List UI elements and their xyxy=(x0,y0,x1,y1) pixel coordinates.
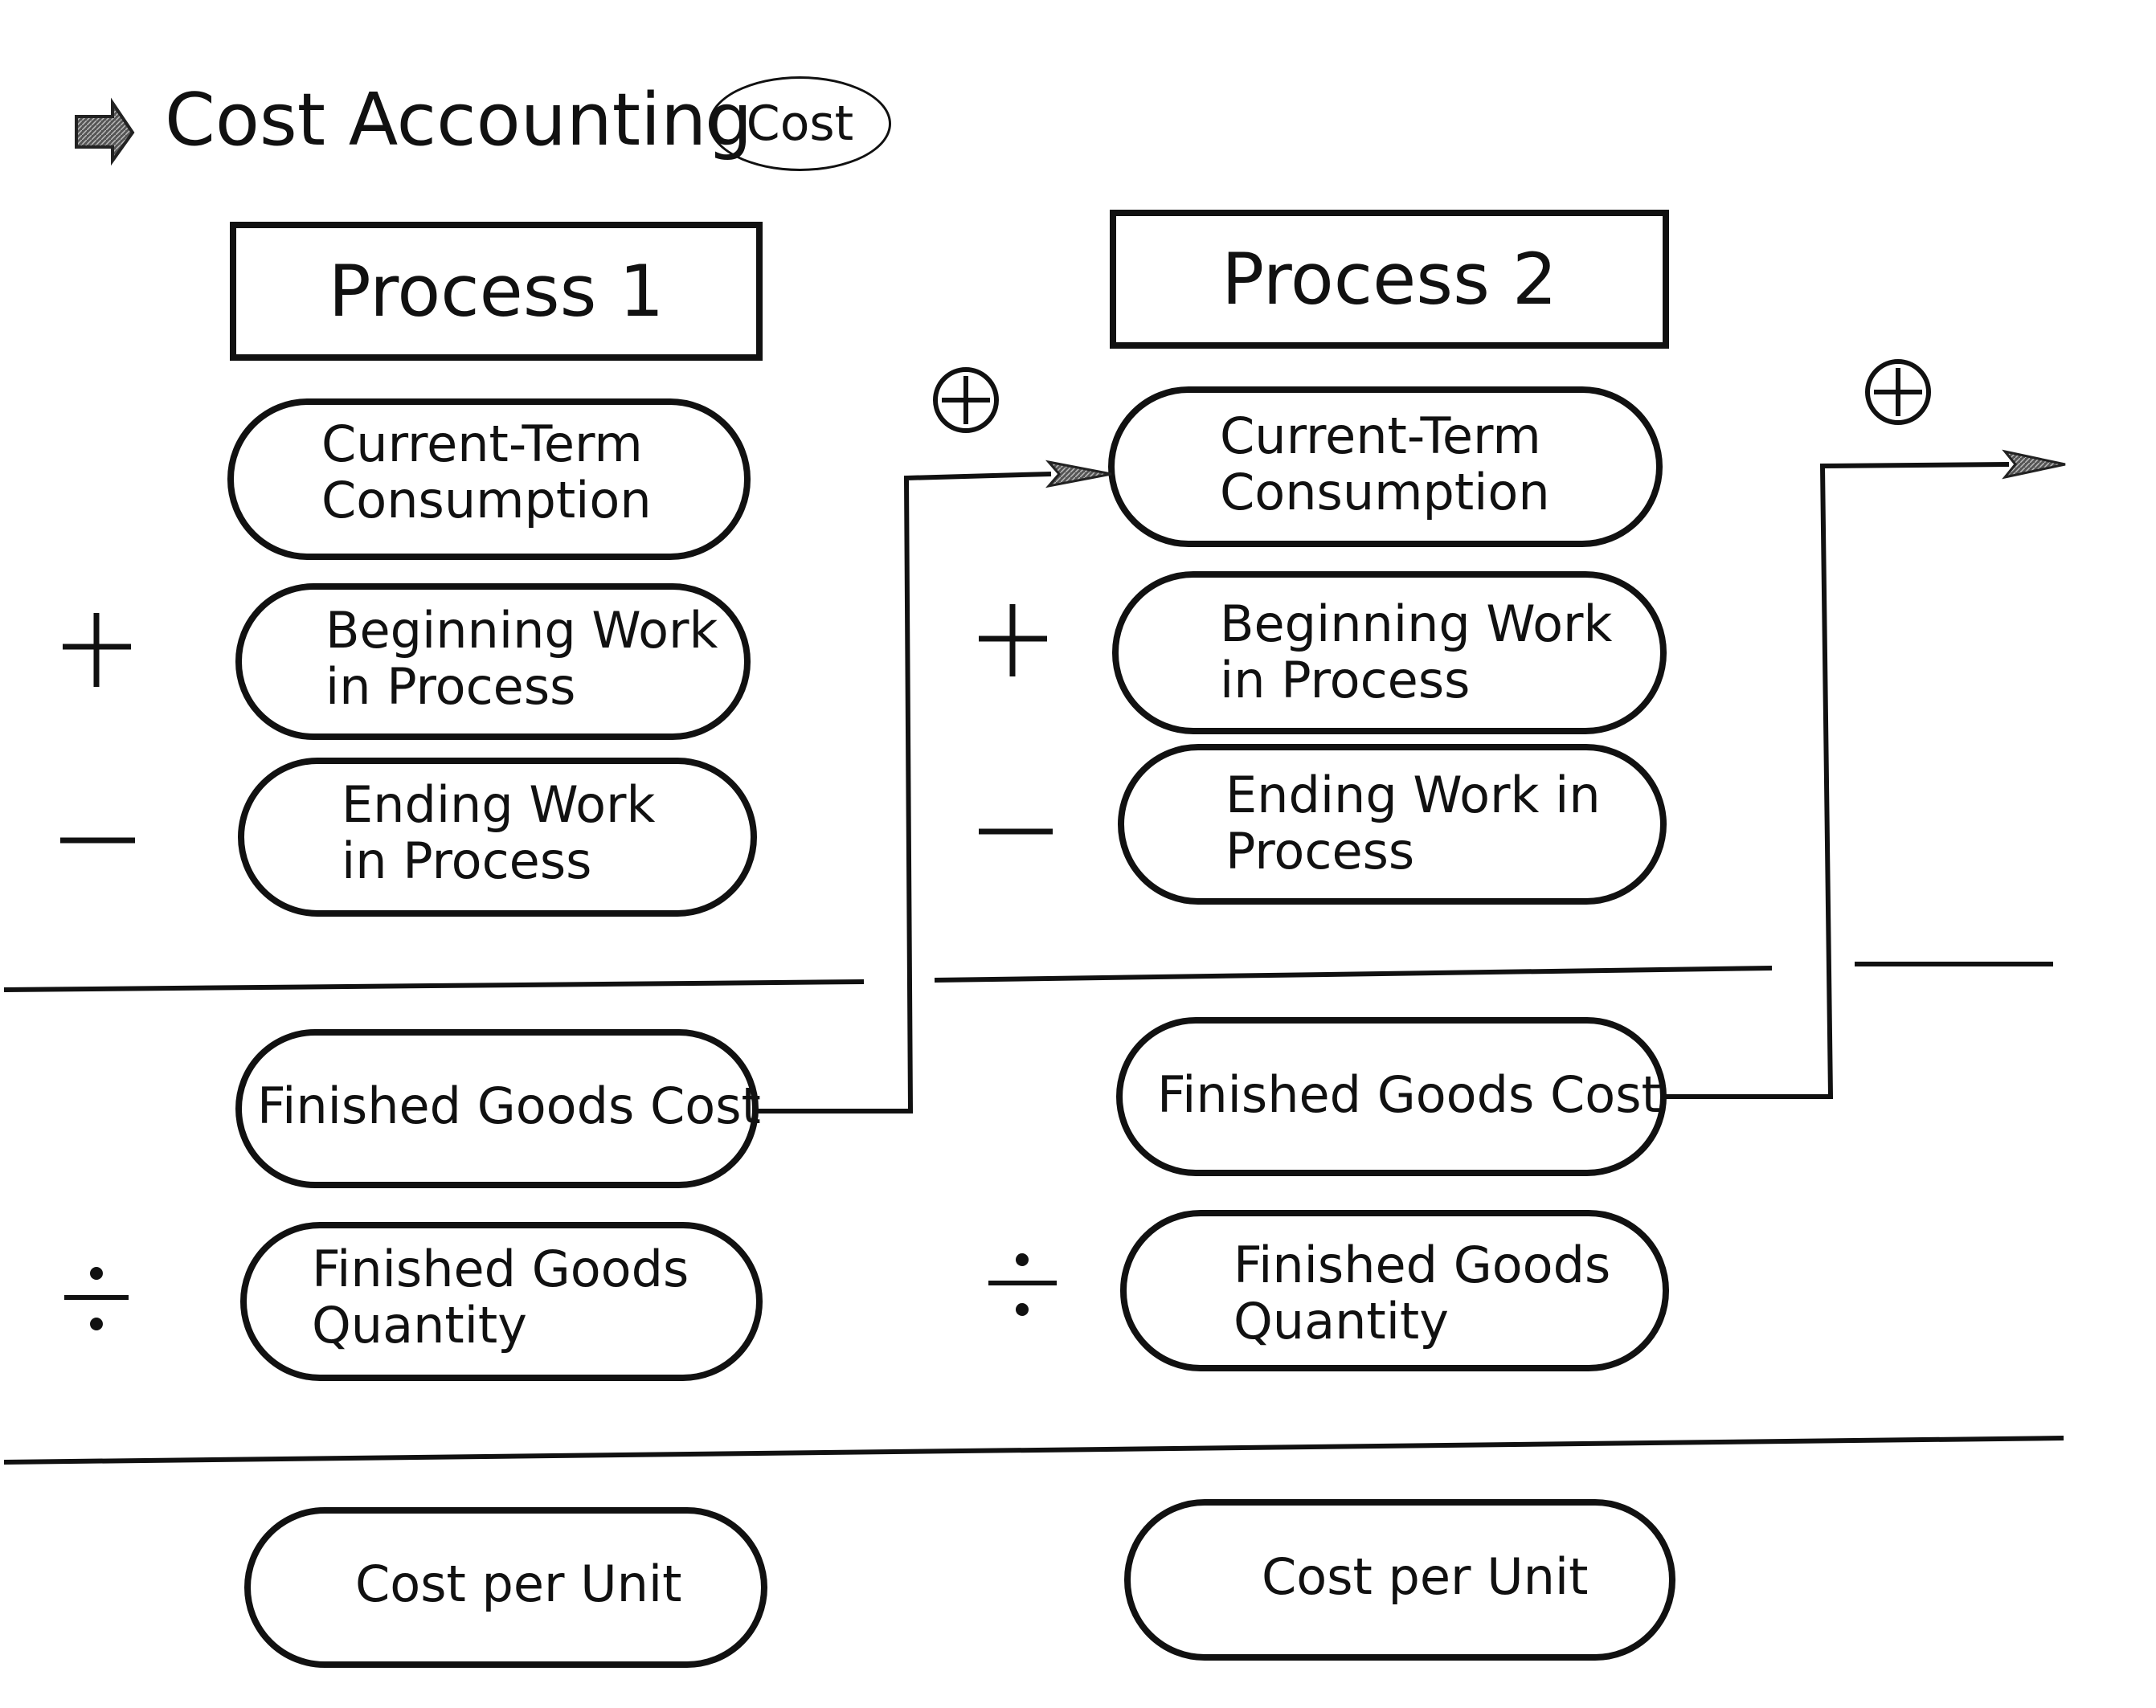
header-arrow-icon xyxy=(75,97,135,166)
p2-ending-wip-pill xyxy=(1118,744,1667,905)
p1-finished-goods-cost-label: Finished Goods Cost xyxy=(257,1077,761,1135)
p2-beginning-wip-pill xyxy=(1112,571,1667,734)
transfer-plus-icon-2 xyxy=(1865,359,1931,425)
p2-cost-per-unit-label: Cost per Unit xyxy=(1262,1547,1589,1606)
p2-cost-per-unit-pill xyxy=(1124,1499,1675,1661)
p2-divide-icon xyxy=(988,1253,1057,1316)
p1-plus-icon xyxy=(63,613,131,687)
p1-finished-qty-pill xyxy=(240,1222,763,1381)
separator-total xyxy=(3,1436,2064,1465)
p1-ending-wip-pill xyxy=(238,758,757,917)
p2-finished-qty-pill xyxy=(1120,1210,1669,1371)
transfer-connector-p2-next xyxy=(1663,462,2010,1099)
separator-p2-subtotal xyxy=(934,966,1773,983)
process2-title-box xyxy=(1110,210,1669,349)
p2-plus-icon xyxy=(979,604,1047,676)
process1-title-box xyxy=(230,222,763,361)
p1-divide-icon xyxy=(64,1267,129,1330)
p1-beginning-wip-pill xyxy=(235,583,751,740)
process1-title: Process 1 xyxy=(328,250,665,333)
p1-cost-per-unit-pill xyxy=(244,1507,767,1668)
transfer-arrowhead-icon xyxy=(1045,460,1112,488)
p1-cost-per-unit-label: Cost per Unit xyxy=(355,1555,682,1613)
transfer-arrowhead-icon-2 xyxy=(2002,449,2066,480)
process2-title: Process 2 xyxy=(1221,238,1557,321)
cost-badge: Cost xyxy=(709,76,891,171)
p2-finished-goods-cost-label: Finished Goods Cost xyxy=(1157,1065,1661,1124)
page-title: Cost Accounting xyxy=(165,78,753,162)
transfer-plus-icon xyxy=(933,367,999,433)
p1-current-term-pill xyxy=(227,398,751,560)
p2-current-term-pill xyxy=(1108,386,1663,547)
transfer-connector-p1-p2 xyxy=(755,472,1052,1113)
separator-p1-subtotal xyxy=(3,979,865,992)
